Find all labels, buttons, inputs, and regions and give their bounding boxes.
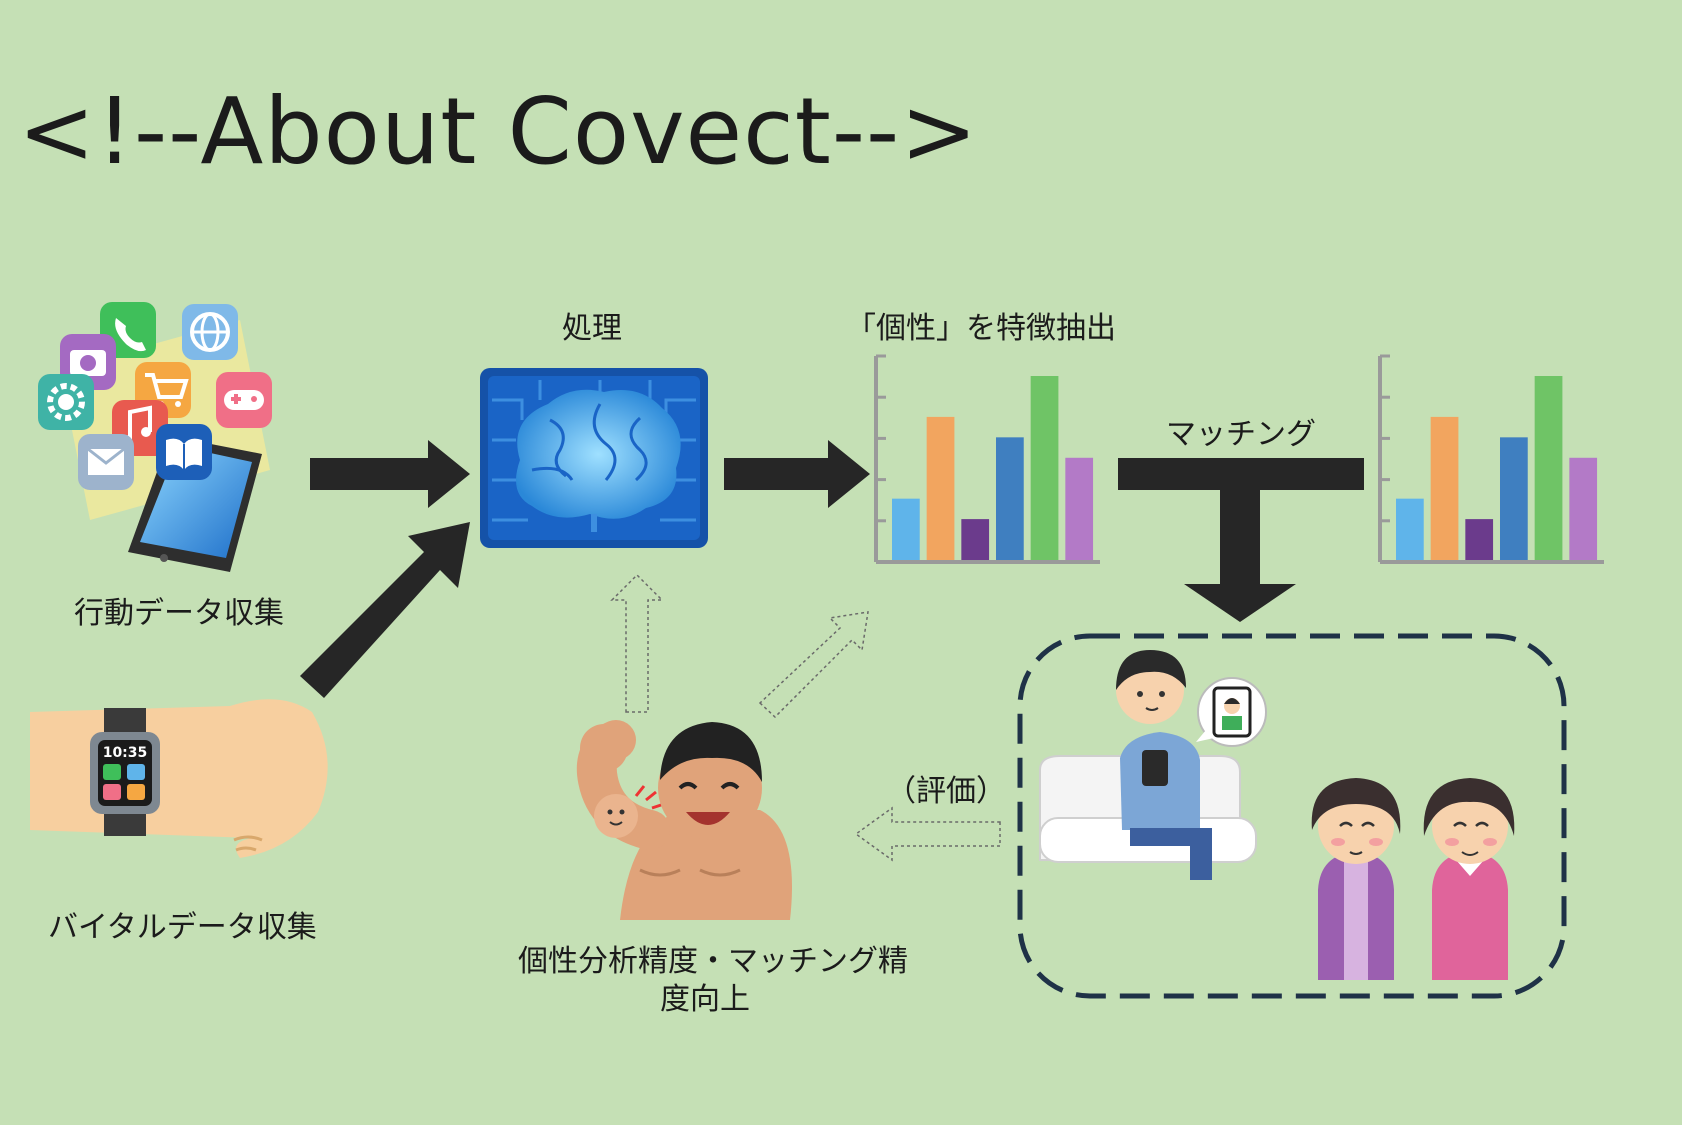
chart-bar (1030, 376, 1059, 560)
chart-bar (1534, 376, 1563, 560)
feature-extraction-label: 「個性」を特徴抽出 (846, 311, 1116, 346)
improvement-label-line2: 度向上 (660, 982, 750, 1017)
chart-bar (1500, 437, 1528, 560)
evaluation-label: （評価） (886, 774, 1006, 809)
arrow-behavior-to-processing (310, 440, 470, 508)
chart-bar (892, 498, 920, 560)
chart-bar (961, 519, 990, 560)
chart-bar (1430, 416, 1459, 560)
vital-data-illustration: 10:35 (30, 699, 328, 858)
arrow-vital-to-processing (300, 522, 470, 698)
personality-bar-chart-1 (874, 354, 1100, 564)
arrow-evaluation-to-improvement (854, 806, 1001, 862)
book-icon (156, 424, 212, 480)
brain-chip-icon (480, 368, 708, 548)
improvement-label-line1: 個性分析精度・マッチング精 (518, 944, 908, 979)
chart-bar (1465, 519, 1494, 560)
profile-speech-bubble (1196, 677, 1267, 747)
feedback-arrows (610, 573, 1001, 862)
processing-label: 処理 (562, 311, 622, 346)
matching-connector (1118, 458, 1364, 622)
chart-bar (926, 416, 955, 560)
chart-bar (1065, 457, 1094, 560)
matching-label: マッチング (1166, 417, 1316, 452)
personality-bar-chart-2 (1378, 354, 1604, 564)
mail-icon (78, 434, 134, 490)
globe-icon (182, 304, 238, 360)
game-controller-icon (216, 372, 272, 428)
flow-arrows (300, 440, 1364, 698)
smartwatch-icon: 10:35 (90, 732, 160, 814)
settings-gear-icon (38, 374, 94, 430)
chart-bar (1396, 498, 1424, 560)
muscle-man-illustration (576, 720, 792, 920)
page-title: <!--About Covect--> (18, 78, 979, 185)
watch-time: 10:35 (103, 745, 148, 761)
behavior-data-illustration (38, 302, 272, 572)
behavior-data-label: 行動データ収集 (74, 596, 284, 631)
arrow-processing-to-extraction (724, 440, 870, 508)
arrow-improvement-to-extraction (758, 611, 869, 719)
man-on-sofa-illustration (1039, 650, 1267, 880)
chart-bar (1569, 457, 1598, 560)
couple-illustration (1311, 778, 1515, 980)
chart-bar (996, 437, 1024, 560)
vital-data-label: バイタルデータ収集 (48, 910, 317, 945)
arrow-improvement-to-processing (610, 573, 664, 713)
evaluation-dashed-box (1017, 633, 1567, 999)
